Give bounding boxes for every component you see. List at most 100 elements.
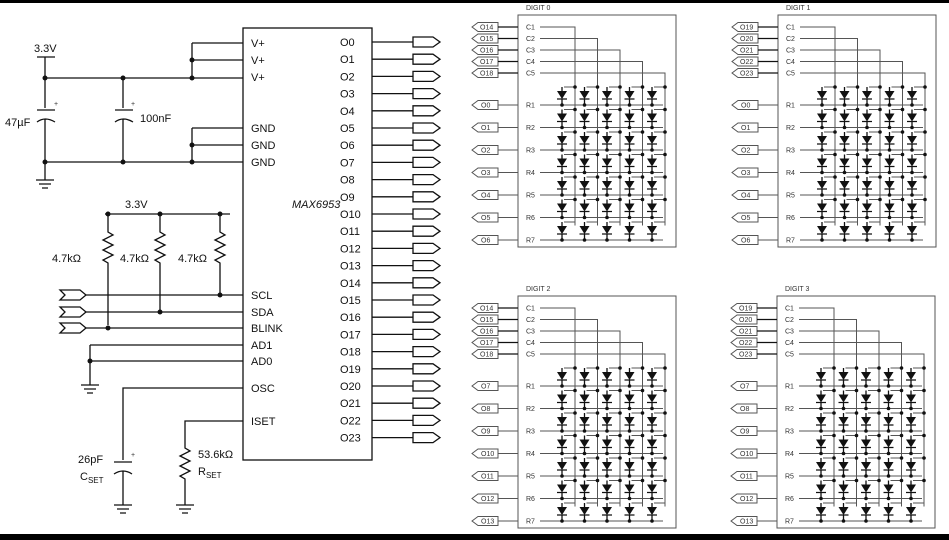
output-port-symbol xyxy=(412,311,442,323)
led-icon xyxy=(817,91,827,99)
led-icon xyxy=(624,158,635,167)
svg-text:+: + xyxy=(131,101,135,108)
output-port-symbol xyxy=(412,414,442,427)
led-icon xyxy=(906,394,916,403)
pin-ad1: AD1 xyxy=(251,340,272,352)
ic-outputs: O0O1O2O3O4O5O6O7O8O9O10O11O12O13O14O15O1… xyxy=(340,36,442,445)
row-port-label: O12 xyxy=(740,496,753,503)
digit-box xyxy=(517,295,677,529)
output-port-symbol xyxy=(412,156,442,169)
led-icon xyxy=(602,439,612,448)
row-label: R1 xyxy=(785,384,794,391)
output-pin-label: O4 xyxy=(340,106,355,118)
led-icon xyxy=(579,136,590,144)
output-pin: O21 xyxy=(340,397,442,410)
led-icon xyxy=(838,462,849,470)
led-icon xyxy=(647,462,657,470)
output-pin: O20 xyxy=(340,380,442,393)
pin-scl: SCL xyxy=(251,290,272,302)
led-icon xyxy=(557,507,567,515)
led-icon xyxy=(862,158,872,167)
output-pin: O4 xyxy=(340,105,442,118)
column-label: C4 xyxy=(526,59,535,66)
row-label: R6 xyxy=(785,496,794,503)
led-icon xyxy=(557,203,567,212)
led-icon xyxy=(838,417,849,425)
led-icon xyxy=(816,439,826,448)
led-icon xyxy=(861,372,871,380)
row-port-label: O11 xyxy=(740,474,753,481)
led-icon xyxy=(907,113,917,122)
row-label: R4 xyxy=(785,451,794,458)
output-port-symbol xyxy=(412,328,442,341)
led-icon xyxy=(907,136,917,144)
led-icon xyxy=(817,113,827,122)
row-label: R3 xyxy=(785,429,794,436)
output-pin: O15 xyxy=(340,294,442,307)
row-label: R3 xyxy=(526,148,535,155)
row-port-label: O9 xyxy=(740,429,749,436)
led-icon xyxy=(602,226,612,234)
led-icon xyxy=(624,91,635,99)
led-icon xyxy=(557,372,567,380)
led-icon xyxy=(602,372,612,380)
output-pin: O17 xyxy=(340,328,442,341)
column-port-label: O19 xyxy=(739,306,752,313)
led-icon xyxy=(816,507,826,515)
led-icon xyxy=(557,136,567,144)
led-icon xyxy=(647,203,657,212)
digit-title: DIGIT 0 xyxy=(526,5,550,12)
led-icon xyxy=(838,372,849,380)
output-port-symbol xyxy=(412,87,442,100)
output-pin-label: O19 xyxy=(340,364,361,376)
output-port-symbol xyxy=(412,173,442,186)
led-icon xyxy=(817,181,827,189)
led-icon xyxy=(862,91,872,99)
column-port-label: O19 xyxy=(740,25,753,32)
pin-blink: BLINK xyxy=(251,323,283,335)
ic-name: MAX6953 xyxy=(292,199,341,211)
column-port-label: O16 xyxy=(480,329,493,336)
led-icon xyxy=(839,226,850,234)
rset-name: RSET xyxy=(198,466,222,480)
output-pin-label: O13 xyxy=(340,261,361,273)
output-pin-label: O20 xyxy=(340,381,361,393)
output-pin: O6 xyxy=(340,139,442,152)
row-label: R2 xyxy=(526,406,535,413)
column-label: C1 xyxy=(526,25,535,32)
led-icon xyxy=(907,203,917,212)
row-label: R4 xyxy=(526,170,535,177)
led-icon xyxy=(838,439,849,448)
column-port-label: O23 xyxy=(739,352,752,359)
led-icon xyxy=(907,181,917,189)
led-icon xyxy=(624,417,635,425)
column-port-label: O20 xyxy=(739,317,752,324)
output-port-symbol xyxy=(412,431,442,444)
row-port-label: O0 xyxy=(741,103,750,110)
led-icon xyxy=(839,181,850,189)
led-icon xyxy=(838,394,849,403)
output-pin-label: O5 xyxy=(340,123,355,135)
row-port-label: O1 xyxy=(741,125,750,132)
led-icon xyxy=(647,226,657,234)
led-icon xyxy=(883,417,894,425)
pullup-3-label: 4.7kΩ xyxy=(178,253,207,265)
led-icon xyxy=(602,158,612,167)
row-port-label: O6 xyxy=(741,238,750,245)
row-label: R1 xyxy=(526,103,535,110)
sda-input-port xyxy=(58,306,88,318)
led-icon xyxy=(624,439,635,448)
row-port-label: O5 xyxy=(481,215,490,222)
column-port-label: O20 xyxy=(740,36,753,43)
output-port-symbol xyxy=(412,36,442,48)
led-icon xyxy=(907,226,917,234)
output-port-symbol xyxy=(412,397,442,409)
led-icon xyxy=(883,462,894,470)
row-label: R1 xyxy=(786,103,795,110)
led-icon xyxy=(862,203,872,212)
led-icon xyxy=(647,181,657,189)
output-pin: O14 xyxy=(340,277,442,290)
column-label: C3 xyxy=(786,48,795,55)
led-icon xyxy=(557,439,567,448)
